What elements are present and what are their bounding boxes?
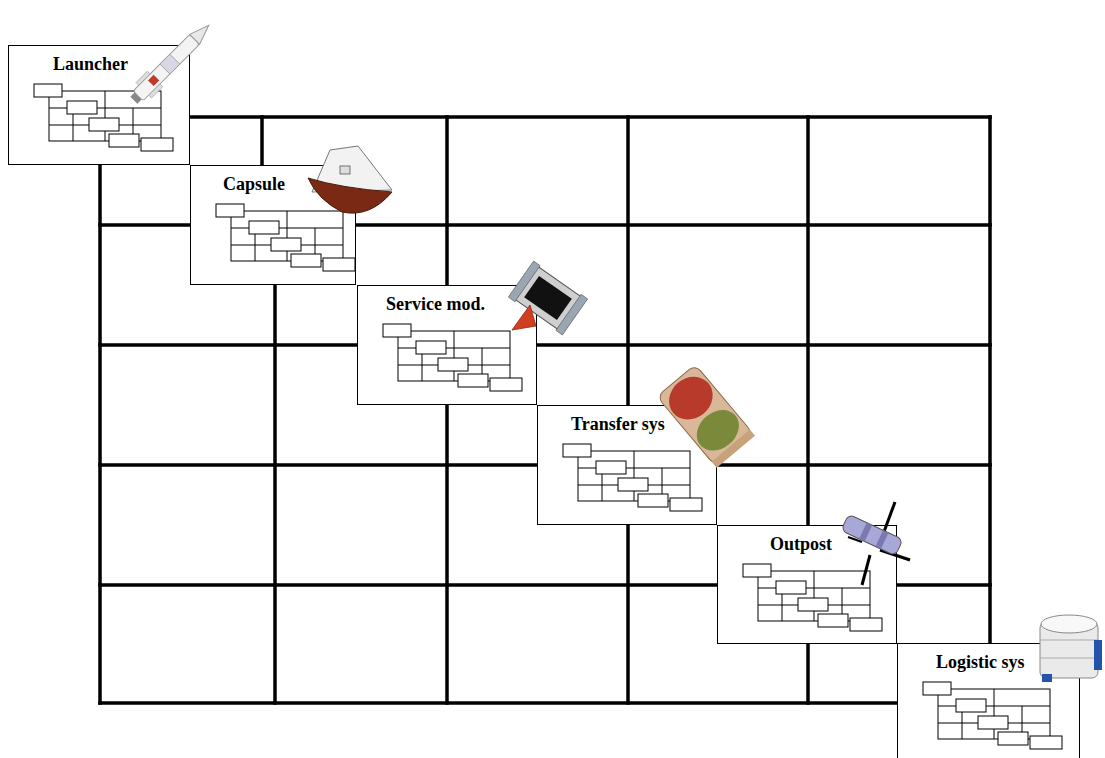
box-title: Service mod. [386, 294, 485, 314]
box-title: Transfer sys [571, 414, 665, 434]
box-title: Capsule [223, 174, 285, 194]
outpost-icon [841, 502, 910, 585]
service-module-icon [508, 261, 587, 335]
rocket-icon [126, 17, 217, 108]
box-title: Logistic sys [936, 652, 1025, 672]
logistic-vehicle-icon [1040, 615, 1102, 682]
wbs-box: Service mod. [357, 285, 537, 405]
capsule-icon [308, 146, 392, 213]
box-title: Outpost [770, 534, 832, 554]
transfer-stage-icon [657, 364, 755, 467]
engine-nozzle [512, 305, 536, 330]
box-title: Launcher [53, 54, 128, 74]
